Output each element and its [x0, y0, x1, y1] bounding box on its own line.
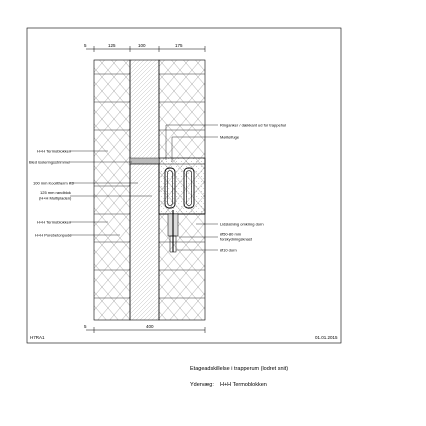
label-porebetonpude: H+H Porebetonpude — [35, 233, 72, 238]
dim-175: 175 — [175, 43, 183, 48]
label-randblok: 125 mm randblok — [40, 190, 71, 195]
caption-title: Etageadskillelse i trapperum (lodret sni… — [190, 366, 289, 372]
label-koolitherm: 100 mm Koolitherm K3 — [33, 181, 74, 186]
drawing-date: 01.01.2015 — [315, 335, 338, 340]
dim-125: 125 — [108, 43, 116, 48]
caption-wall-value: H+H Termoblokken — [220, 382, 267, 388]
top-dimension-line — [86, 46, 206, 52]
dim-left-mark: 5 — [84, 43, 87, 48]
label-multipladen: (H+H Multipladen) — [39, 196, 72, 201]
right-leaders — [165, 124, 218, 251]
dim-bottom-left-mark: 5 — [84, 324, 87, 329]
label-mortelfuge: Mørtelfuge — [220, 135, 240, 140]
dim-100: 100 — [138, 43, 146, 48]
ring-beam — [129, 157, 206, 253]
label-forskydningsknast: forskydningsknast — [220, 237, 253, 242]
drawing-code: H7RA1 — [30, 335, 45, 340]
label-termoblokken-bottom: H+H Termoblokken — [37, 220, 71, 225]
label-isoleringsstrimmel: Bled isoleringsstrimmel — [29, 160, 70, 165]
label-knast-size: Ø50-80 mm — [220, 232, 242, 237]
left-leaders — [70, 150, 152, 236]
label-termoblokken-top: H+H Termoblokken — [37, 149, 71, 154]
dim-400: 400 — [146, 324, 154, 329]
label-ringanker: Ringanker / dækkant ud for trappehul — [220, 123, 286, 128]
wall-inner-leaf — [93, 59, 131, 321]
label-dorn: Ø10 dorn — [220, 248, 237, 253]
label-lidslatning: Lidslatning omkring dorn — [220, 222, 264, 227]
insulation-layer — [129, 59, 160, 321]
drawing-frame — [26, 27, 342, 344]
caption-wall-label: Ydervæg: — [190, 382, 214, 388]
bottom-dimension-line — [86, 327, 206, 333]
